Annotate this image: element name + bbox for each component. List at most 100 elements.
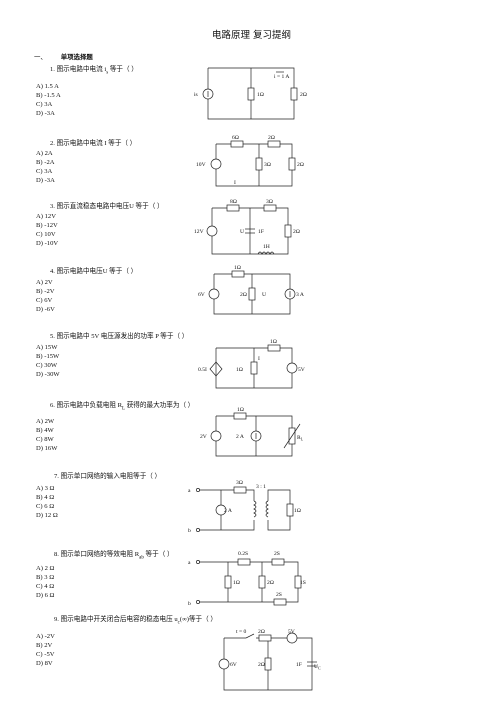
svg-text:U: U (240, 229, 244, 235)
voltage-source-icon (210, 158, 222, 170)
option[interactable]: B) -12V (36, 222, 58, 229)
option[interactable]: A) -2V (36, 633, 55, 640)
option[interactable]: B) 4 Ω (36, 494, 55, 501)
circuit-8-diagram: a b 0.2S 2S 1Ω 2Ω 1S 2S (188, 551, 306, 607)
svg-text:2Ω: 2Ω (258, 629, 265, 635)
section-heading: 一、单项选择题 (34, 54, 93, 61)
question-stem: 5. 图示电路中 5V 电压源发出的功率 P 等于（ ） (50, 333, 189, 340)
resistor-icon (247, 87, 255, 101)
option[interactable]: C) 8W (36, 436, 54, 443)
option[interactable]: D) -3A (36, 177, 55, 184)
option[interactable]: A) 2 Ω (36, 565, 55, 572)
svg-text:8Ω: 8Ω (230, 199, 237, 205)
svg-text:2V: 2V (200, 434, 207, 440)
svg-text:1Ω: 1Ω (236, 367, 243, 373)
circuit-9-diagram: t = 0 2Ω 5V 6V 2Ω 1F UC (218, 629, 321, 691)
svg-text:2Ω: 2Ω (267, 580, 274, 586)
option[interactable]: D) -30W (36, 371, 60, 378)
option[interactable]: C) 4 Ω (36, 583, 55, 590)
option[interactable]: D) 6 Ω (36, 592, 55, 599)
option[interactable]: C) 6V (36, 297, 53, 304)
svg-text:3Ω: 3Ω (266, 199, 273, 205)
option[interactable]: B) 3 Ω (36, 574, 55, 581)
svg-text:i = 1 A: i = 1 A (274, 74, 289, 80)
option[interactable]: A) 12V (36, 213, 56, 220)
option[interactable]: B) -2V (36, 288, 55, 295)
svg-text:t = 0: t = 0 (236, 629, 247, 635)
option[interactable]: A) 2A (36, 150, 53, 157)
svg-text:a: a (188, 488, 191, 494)
svg-text:2S: 2S (274, 551, 280, 557)
option[interactable]: D) 12 Ω (36, 512, 58, 519)
option[interactable]: C) 6 Ω (36, 503, 55, 510)
svg-text:2Ω: 2Ω (293, 229, 300, 235)
question-stem: 2. 图示电路中电流 I 等于（ ） (50, 140, 137, 147)
option[interactable]: C) 3A (36, 101, 53, 108)
option[interactable]: D) -10V (36, 240, 59, 247)
option[interactable]: B) -1.5 A (36, 92, 61, 99)
circuit-7-diagram: a b 3Ω 2 A 3 : 1 1Ω (188, 480, 301, 534)
question-stem: 7. 图示单口网络的输入电阻等于（ ） (54, 473, 162, 480)
svg-text:3Ω: 3Ω (264, 162, 271, 168)
svg-text:1F: 1F (296, 662, 302, 668)
question-stem: 6. 图示电路中负载电阻 RL 获得的最大功率为（ ） (50, 402, 195, 412)
svg-text:b: b (188, 528, 191, 534)
question-stem: 9. 图示电路中开关闭合后电容的稳态电压 uc(∞)等于（ ） (54, 616, 217, 626)
svg-text:a: a (188, 560, 191, 566)
circuit-2-diagram: 6Ω 2Ω 10V 3Ω 2Ω I (196, 135, 304, 187)
circuit-3-diagram: 8Ω 3Ω 12V U 1F 2Ω 1H (194, 199, 300, 255)
svg-text:5V: 5V (288, 629, 295, 635)
svg-text:2S: 2S (276, 592, 282, 598)
option[interactable]: C) 3A (36, 168, 53, 175)
option[interactable]: B) -15W (36, 353, 60, 360)
switch-icon (245, 633, 255, 639)
option[interactable]: D) 16W (36, 445, 58, 452)
question-stem: 3. 图示直流稳态电路中电压U 等于（ ） (50, 203, 164, 210)
svg-text:6V: 6V (198, 292, 205, 298)
option[interactable]: A) 1.5 A (36, 83, 59, 90)
option[interactable]: C) -5V (36, 651, 55, 658)
svg-text:3 : 1: 3 : 1 (256, 484, 266, 490)
option[interactable]: A) 3 Ω (36, 485, 55, 492)
svg-text:1S: 1S (300, 580, 306, 586)
svg-text:2 A: 2 A (236, 434, 244, 440)
svg-text:is: is (194, 92, 198, 98)
svg-text:RL: RL (297, 435, 304, 442)
question-stem: 8. 图示单口网络的等效电阻 Rab 等于（ ） (54, 551, 174, 561)
svg-text:0.5I: 0.5I (198, 367, 207, 373)
option[interactable]: B) -2A (36, 159, 55, 166)
svg-text:1F: 1F (258, 229, 264, 235)
svg-text:1Ω: 1Ω (233, 580, 240, 586)
svg-text:b: b (188, 601, 191, 607)
svg-text:12V: 12V (194, 229, 204, 235)
page-title: 电路原理 复习提纲 (211, 30, 292, 41)
svg-text:2 A: 2 A (224, 508, 232, 514)
svg-text:1Ω: 1Ω (294, 508, 301, 514)
option[interactable]: A) 2V (36, 279, 53, 286)
option[interactable]: D) 8V (36, 660, 53, 667)
svg-text:1Ω: 1Ω (257, 92, 264, 98)
option[interactable]: D) -3A (36, 110, 55, 117)
svg-text:1Ω: 1Ω (237, 407, 244, 413)
svg-text:5V: 5V (298, 367, 305, 373)
svg-text:2Ω: 2Ω (268, 135, 275, 141)
svg-text:2Ω: 2Ω (240, 292, 247, 298)
question-stem: 1. 图示电路中电流 is 等于（ ） (50, 66, 138, 76)
option[interactable]: D) -6V (36, 306, 55, 313)
option[interactable]: B) 2V (36, 642, 53, 649)
svg-text:I: I (234, 180, 236, 186)
svg-text:6V: 6V (230, 662, 237, 668)
svg-text:1H: 1H (263, 244, 270, 250)
circuit-4-diagram: 1Ω 6V 2Ω U 3 A (198, 265, 304, 315)
svg-text:10V: 10V (196, 162, 206, 168)
option[interactable]: A) 2W (36, 418, 55, 425)
resistor-icon (290, 87, 298, 101)
svg-text:I: I (258, 356, 260, 362)
option[interactable]: A) 15W (36, 344, 58, 351)
option[interactable]: B) 4W (36, 427, 54, 434)
question-stem: 4. 图示电路中电压U 等于（ ） (50, 268, 138, 275)
svg-text:3 A: 3 A (296, 292, 304, 298)
circuit-5-diagram: 1Ω 0.5I 1Ω I 5V (198, 339, 305, 389)
option[interactable]: C) 10V (36, 231, 56, 238)
option[interactable]: C) 30W (36, 362, 58, 369)
